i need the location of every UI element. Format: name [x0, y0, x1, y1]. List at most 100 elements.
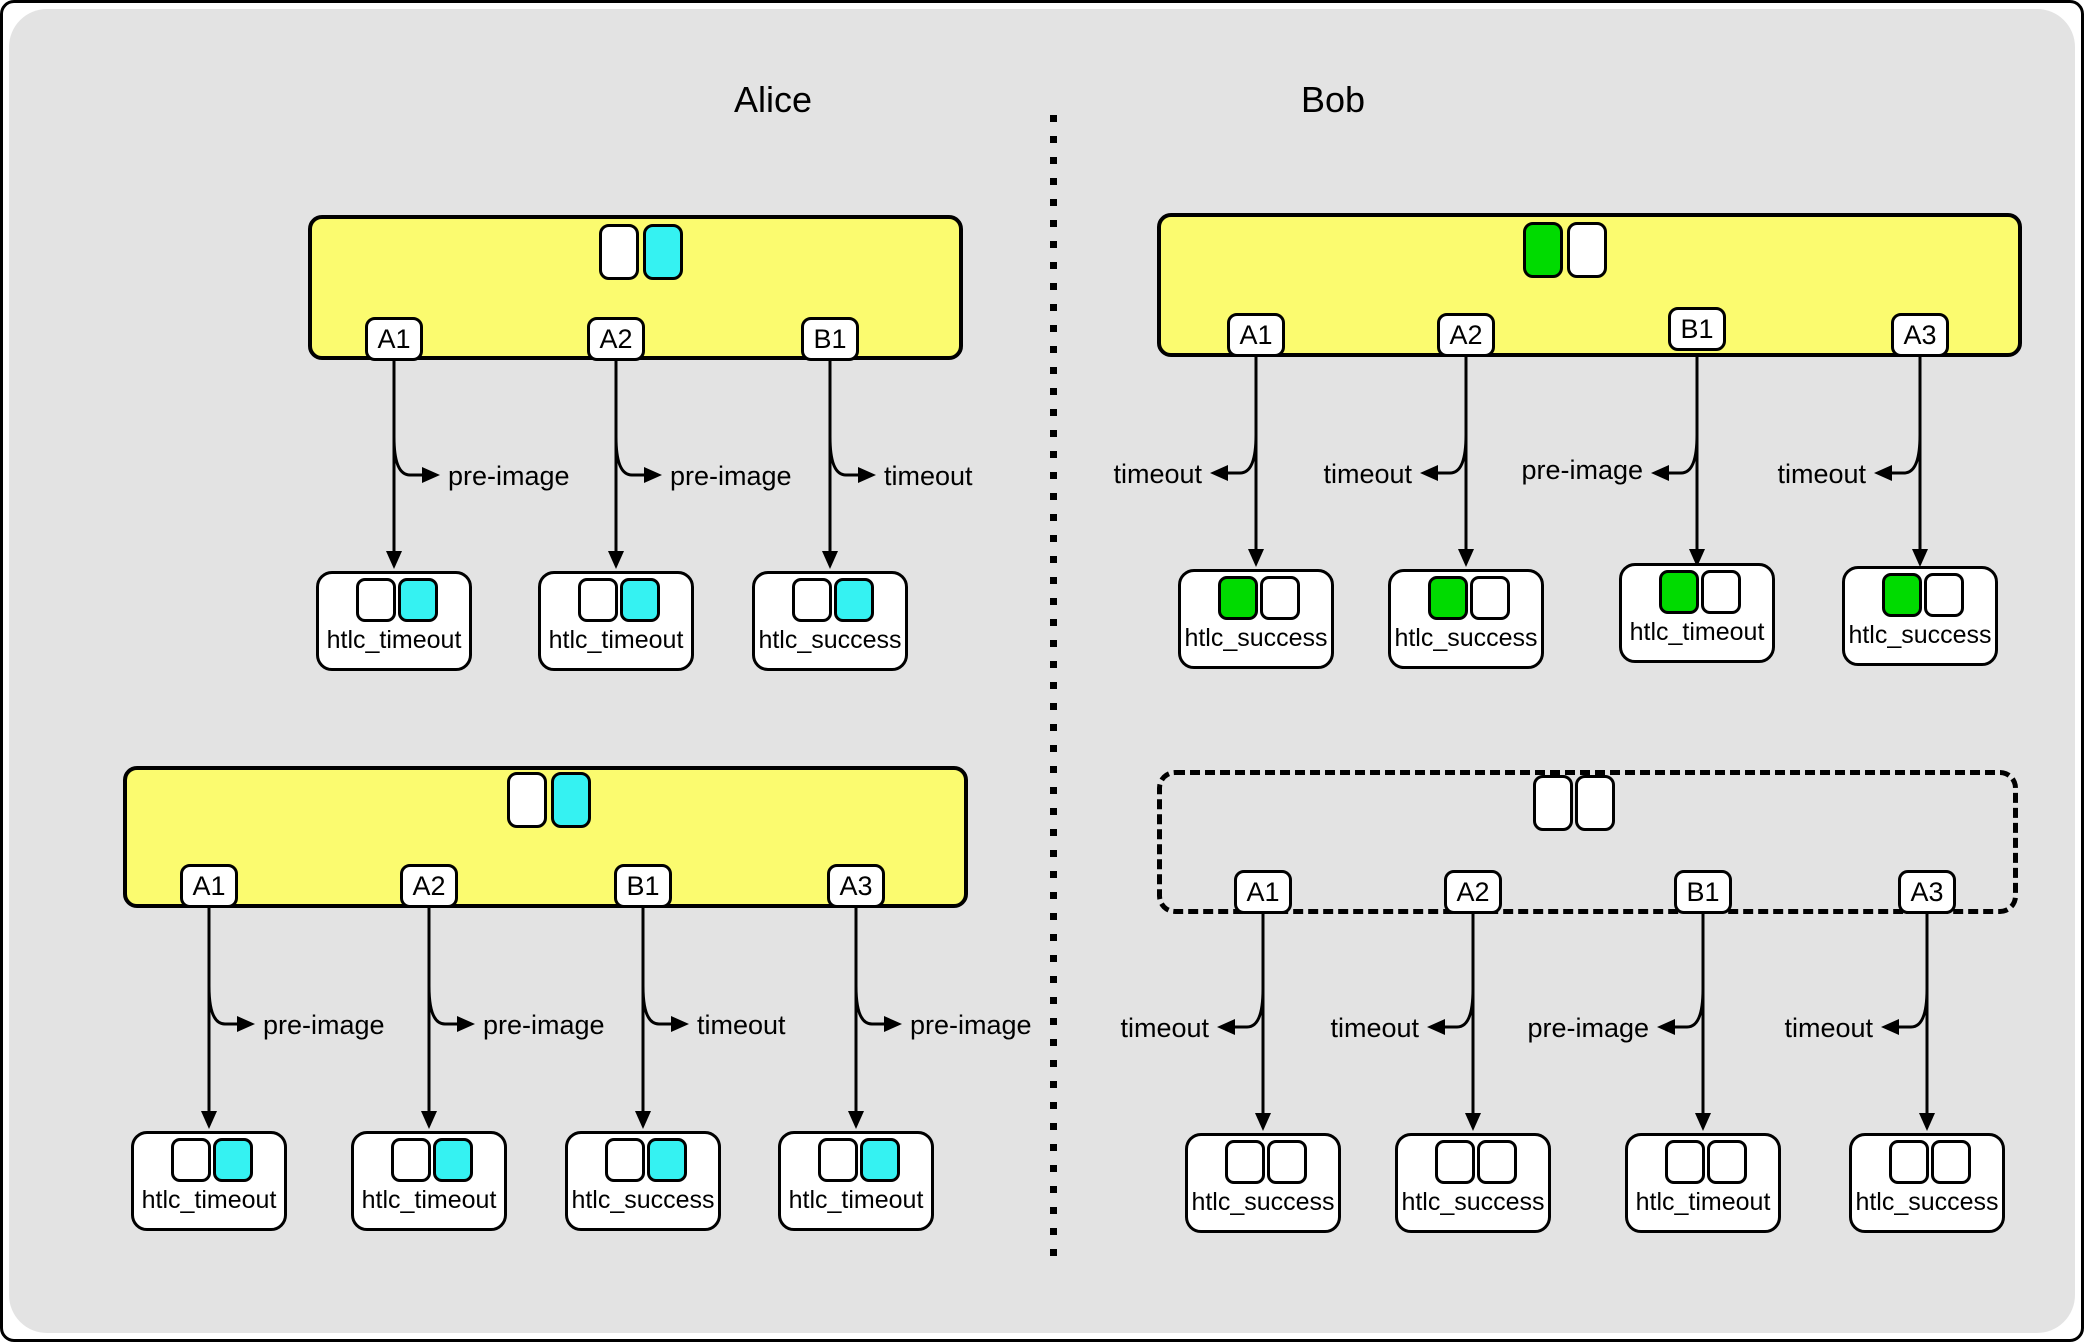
arrow-bob-top-A3 — [1874, 357, 1928, 567]
output-chip-A2: A2 — [587, 317, 645, 361]
arrow-bob-bottom-A2 — [1427, 914, 1481, 1131]
htlc-slot — [1477, 1140, 1517, 1184]
bob-commitment-box-1 — [1157, 213, 2022, 357]
output-chip-B1: B1 — [801, 317, 859, 361]
funding-slot — [643, 224, 683, 280]
htlc-slot — [1924, 573, 1964, 617]
htlc-label: htlc_timeout — [141, 1186, 277, 1214]
arrow-alice-bottom-A3 — [848, 908, 902, 1129]
arrow-bob-bottom-A3 — [1881, 914, 1935, 1131]
htlc-box: htlc_timeout — [1619, 563, 1775, 663]
htlc-label: htlc_success — [571, 1186, 715, 1214]
htlc-slot — [1260, 576, 1300, 620]
htlc-label: htlc_success — [1401, 1188, 1545, 1216]
arrow-bob-bottom-A1 — [1217, 914, 1271, 1131]
bob-title: Bob — [1300, 79, 1366, 120]
htlc-slot — [1701, 570, 1741, 614]
output-chip-B1: B1 — [1668, 307, 1726, 351]
arrow-alice-top-A2 — [608, 361, 662, 569]
htlc-box: htlc_timeout — [1625, 1133, 1781, 1233]
htlc-label: htlc_success — [1191, 1188, 1335, 1216]
htlc-box: htlc_timeout — [778, 1131, 934, 1231]
htlc-slot — [398, 578, 438, 622]
htlc-slot — [860, 1138, 900, 1182]
htlc-slot — [818, 1138, 858, 1182]
htlc-box: htlc_success — [1849, 1133, 2005, 1233]
arrow-alice-bottom-A2 — [421, 908, 475, 1129]
htlc-slot — [620, 578, 660, 622]
arrow-label: pre-image — [1521, 455, 1643, 485]
htlc-box: htlc_success — [1388, 569, 1544, 669]
htlc-slot — [433, 1138, 473, 1182]
arrow-bob-top-B1 — [1651, 357, 1705, 567]
htlc-label: htlc_success — [758, 626, 902, 654]
htlc-slot — [1218, 576, 1258, 620]
output-chip-A2: A2 — [1444, 870, 1502, 914]
arrow-label: timeout — [1120, 1013, 1209, 1043]
htlc-box: htlc_timeout — [131, 1131, 287, 1231]
funding-slot — [1533, 775, 1573, 831]
htlc-label: htlc_timeout — [788, 1186, 924, 1214]
htlc-slot — [578, 578, 618, 622]
funding-slot — [1575, 775, 1615, 831]
htlc-label: htlc_success — [1848, 621, 1992, 649]
arrow-alice-bottom-B1 — [635, 908, 689, 1129]
arrow-label: timeout — [1323, 459, 1412, 489]
htlc-label: htlc_success — [1184, 624, 1328, 652]
htlc-box: htlc_success — [752, 571, 908, 671]
arrow-label: pre-image — [910, 1010, 1032, 1040]
arrow-bob-bottom-B1 — [1657, 914, 1711, 1131]
htlc-slot — [1435, 1140, 1475, 1184]
htlc-slot — [605, 1138, 645, 1182]
arrow-alice-top-B1 — [822, 361, 876, 569]
htlc-box: htlc_timeout — [538, 571, 694, 671]
arrow-label: timeout — [1784, 1013, 1873, 1043]
htlc-box: htlc_success — [1185, 1133, 1341, 1233]
arrow-label: timeout — [697, 1010, 786, 1040]
htlc-slot — [1882, 573, 1922, 617]
htlc-box: htlc_success — [1178, 569, 1334, 669]
arrow-label: pre-image — [263, 1010, 385, 1040]
output-chip-A1: A1 — [1234, 870, 1292, 914]
htlc-label: htlc_timeout — [548, 626, 684, 654]
htlc-label: htlc_timeout — [326, 626, 462, 654]
htlc-slot — [1665, 1140, 1705, 1184]
funding-slot — [1523, 222, 1563, 278]
htlc-slot — [171, 1138, 211, 1182]
output-chip-B1: B1 — [614, 864, 672, 908]
output-chip-A3: A3 — [827, 864, 885, 908]
htlc-slot — [1659, 570, 1699, 614]
htlc-slot — [792, 578, 832, 622]
arrow-label: pre-image — [483, 1010, 605, 1040]
htlc-slot — [356, 578, 396, 622]
bob-commitment-box-2-dashed — [1157, 770, 2018, 914]
alice-title: Alice — [733, 79, 813, 120]
htlc-slot — [1707, 1140, 1747, 1184]
htlc-slot — [1428, 576, 1468, 620]
output-chip-A1: A1 — [180, 864, 238, 908]
output-chip-B1: B1 — [1674, 870, 1732, 914]
output-chip-A3: A3 — [1891, 313, 1949, 357]
htlc-label: htlc_success — [1855, 1188, 1999, 1216]
htlc-label: htlc_success — [1394, 624, 1538, 652]
htlc-box: htlc_timeout — [316, 571, 472, 671]
htlc-slot — [834, 578, 874, 622]
arrow-label: timeout — [1777, 459, 1866, 489]
funding-slot — [599, 224, 639, 280]
htlc-label: htlc_timeout — [1635, 1188, 1771, 1216]
htlc-slot — [1889, 1140, 1929, 1184]
arrow-bob-top-A2 — [1420, 357, 1474, 567]
htlc-slot — [647, 1138, 687, 1182]
arrow-label: timeout — [884, 461, 973, 491]
arrow-label: timeout — [1330, 1013, 1419, 1043]
htlc-box: htlc_success — [1842, 566, 1998, 666]
htlc-box: htlc_timeout — [351, 1131, 507, 1231]
dotted-divider — [1050, 115, 1057, 1261]
htlc-slot — [1470, 576, 1510, 620]
htlc-slot — [391, 1138, 431, 1182]
funding-slot — [1567, 222, 1607, 278]
arrow-alice-top-A1 — [386, 361, 440, 569]
arrow-alice-bottom-A1 — [201, 908, 255, 1129]
htlc-slot — [1267, 1140, 1307, 1184]
